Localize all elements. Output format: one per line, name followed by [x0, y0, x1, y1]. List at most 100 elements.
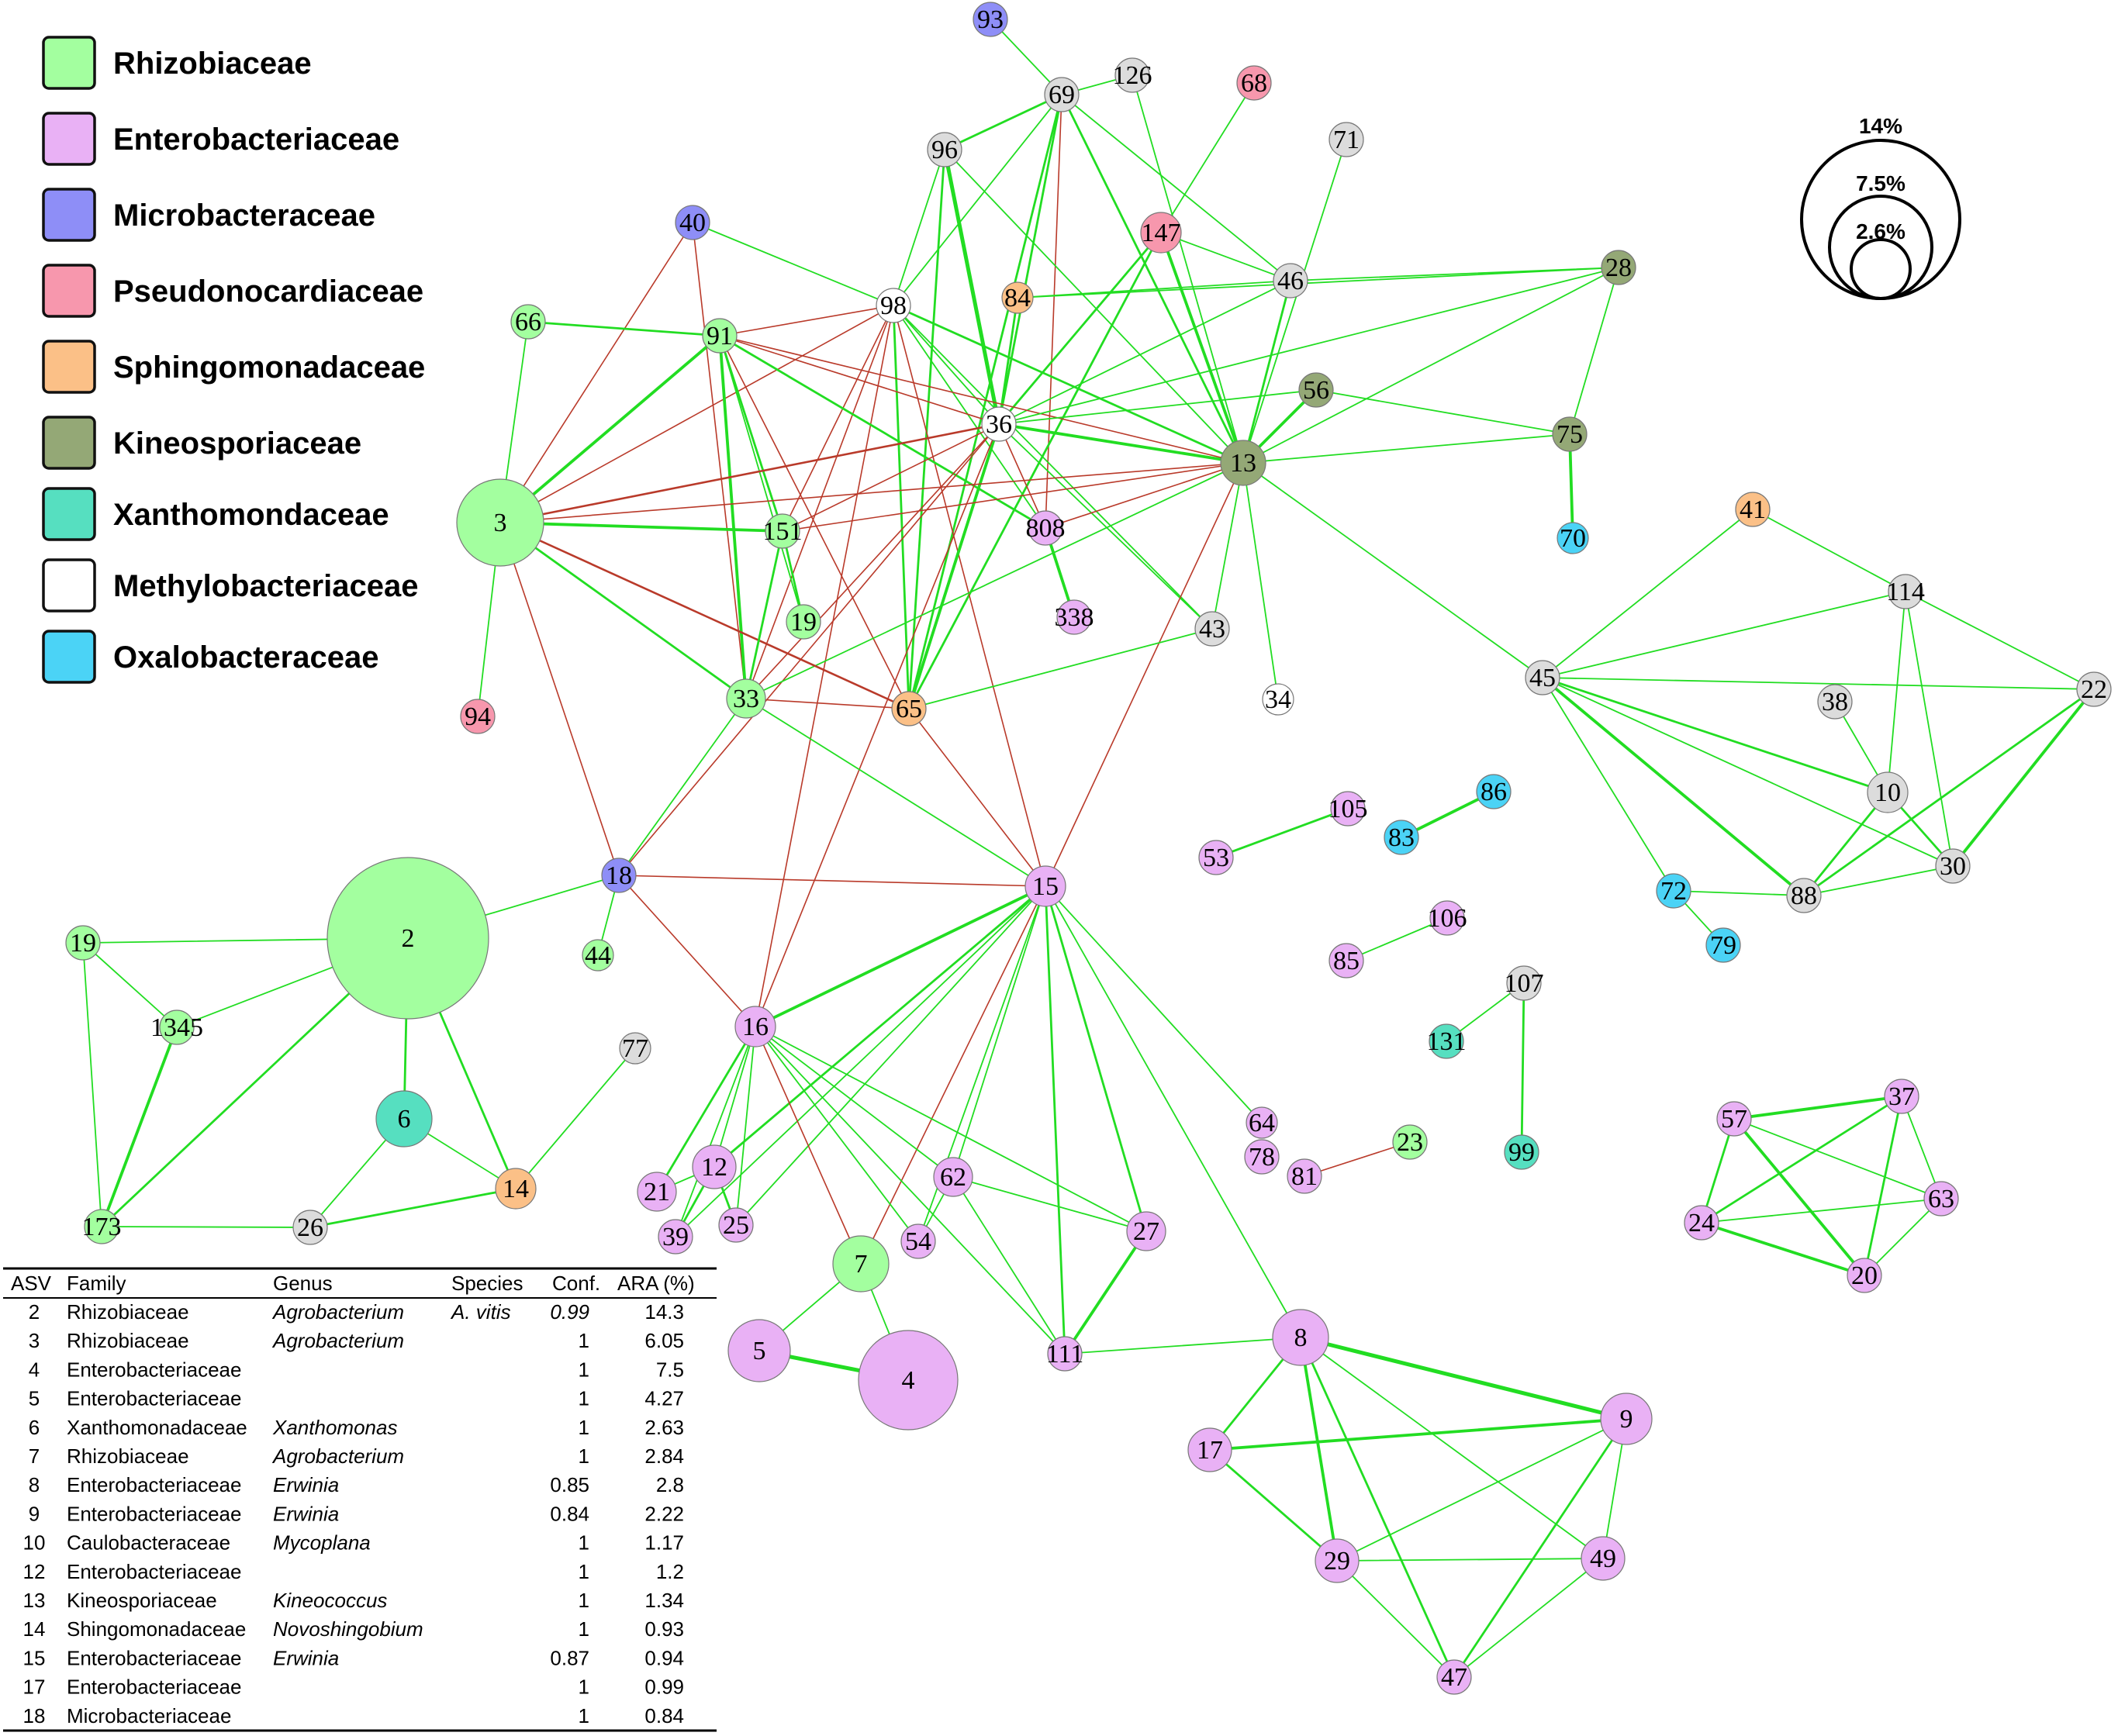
- node-151: 151: [763, 513, 803, 549]
- edge-96-65: [907, 148, 946, 710]
- node-circle: [1884, 1079, 1919, 1114]
- node-114: 114: [1886, 574, 1925, 609]
- node-circle: [858, 1330, 959, 1431]
- table-cell: 1: [579, 1704, 589, 1727]
- node-circle: [1220, 440, 1266, 486]
- table-header-cell: ARA (%): [617, 1272, 695, 1295]
- node-label: 17: [1197, 1436, 1223, 1465]
- edge-16-21: [655, 1025, 757, 1193]
- edge-36-18: [618, 423, 1000, 876]
- table-cell: 1: [579, 1444, 589, 1468]
- edge-69-96: [943, 93, 1063, 151]
- node-99: 99: [1504, 1134, 1539, 1170]
- edge-69-65: [907, 93, 1063, 710]
- node-label: 33: [733, 685, 759, 713]
- node-label: 7: [855, 1250, 868, 1279]
- table-cell: 12: [23, 1560, 46, 1583]
- node-circle: [734, 1006, 776, 1047]
- node-label: 18: [606, 861, 632, 890]
- edge-91-13: [719, 335, 1244, 464]
- node-circle: [1867, 771, 1909, 813]
- node-label: 72: [1660, 877, 1687, 906]
- node-147: 147: [1140, 212, 1182, 254]
- node-circle: [1716, 1101, 1752, 1137]
- node-circle: [1001, 281, 1034, 314]
- node-label: 4: [902, 1366, 915, 1395]
- edges-layer: [82, 19, 2096, 1679]
- node-label: 81: [1291, 1162, 1318, 1191]
- node-label: 29: [1324, 1547, 1350, 1576]
- edge-13-45: [1242, 462, 1543, 678]
- node-label: 105: [1329, 795, 1368, 823]
- node-label: 38: [1822, 688, 1848, 716]
- edge-26-14: [309, 1187, 517, 1229]
- table-cell: Rhizobiaceae: [67, 1300, 189, 1324]
- node-circle: [1287, 1158, 1322, 1194]
- legend-item: Oxalobacteraceae: [42, 630, 378, 684]
- node-circle: [292, 1210, 328, 1245]
- node-circle: [1735, 492, 1771, 527]
- table-cell: 1: [579, 1676, 589, 1699]
- table-cell: 2.63: [644, 1416, 684, 1439]
- node-label: 6: [398, 1105, 411, 1134]
- node-label: 808: [1026, 514, 1066, 543]
- table-header-cell: Family: [67, 1272, 126, 1295]
- edge-114-22: [1905, 591, 2095, 690]
- edge-98-151: [782, 305, 894, 532]
- node-21: 21: [637, 1172, 677, 1212]
- edge-16-54: [755, 1026, 919, 1242]
- edge-3-18: [499, 522, 620, 876]
- node-label: 70: [1560, 524, 1586, 553]
- legend-label: Xanthomondaceae: [113, 498, 389, 532]
- edge-8-49: [1300, 1337, 1604, 1559]
- node-circle: [702, 318, 738, 354]
- node-17: 17: [1187, 1427, 1232, 1472]
- legend-item: Methylobacteriaceae: [42, 558, 419, 613]
- node-label: 66: [515, 308, 541, 337]
- node-label: 25: [723, 1211, 749, 1240]
- node-circle: [1847, 1258, 1882, 1293]
- table-cell: 0.93: [644, 1617, 684, 1641]
- legend-label: Oxalobacteraceae: [113, 640, 378, 675]
- node-label: 106: [1428, 904, 1467, 933]
- legend-label: Enterobacteriaceae: [113, 123, 399, 157]
- node-circle: [900, 1223, 936, 1259]
- node-circle: [981, 406, 1017, 442]
- edge-29-47: [1336, 1560, 1455, 1678]
- table-cell: Rhizobiaceae: [67, 1329, 189, 1352]
- node-label: 126: [1113, 61, 1152, 90]
- edge-147-36: [997, 231, 1163, 426]
- table-cell: 3: [29, 1329, 40, 1352]
- table-cell: 1: [579, 1358, 589, 1381]
- table-cell: Enterobacteriaceae: [67, 1502, 241, 1525]
- node-68: 68: [1236, 65, 1272, 101]
- edge-19b-173: [82, 942, 102, 1227]
- edge-15-7: [860, 885, 1046, 1265]
- legend-swatch: [42, 487, 96, 541]
- node-label: 151: [763, 517, 803, 546]
- node-circle: [1384, 820, 1419, 855]
- edge-57-37: [1733, 1095, 1903, 1120]
- table-cell: 5: [29, 1387, 40, 1410]
- edge-16-62: [755, 1026, 954, 1178]
- table-cell: 1: [579, 1387, 589, 1410]
- size-circle-medium: [1828, 195, 1933, 300]
- node-24: 24: [1684, 1205, 1719, 1241]
- table-cell: Kineococcus: [273, 1589, 387, 1612]
- node-label: 64: [1249, 1109, 1275, 1137]
- edge-91-65: [719, 335, 910, 709]
- node-circle: [1298, 372, 1334, 408]
- node-circle: [1028, 510, 1063, 546]
- node-85: 85: [1329, 943, 1364, 978]
- edge-16-7: [755, 1026, 862, 1265]
- node-circle: [1262, 683, 1294, 716]
- node-label: 20: [1851, 1261, 1878, 1290]
- node-label: 85: [1333, 947, 1360, 975]
- edge-111-8: [1064, 1337, 1301, 1355]
- node-label: 15: [1032, 872, 1059, 901]
- node-label: 62: [940, 1163, 966, 1192]
- node-70: 70: [1557, 522, 1589, 554]
- node-64: 64: [1246, 1106, 1278, 1139]
- table-cell: Xanthomonadaceae: [67, 1416, 247, 1439]
- node-circle: [1817, 684, 1853, 720]
